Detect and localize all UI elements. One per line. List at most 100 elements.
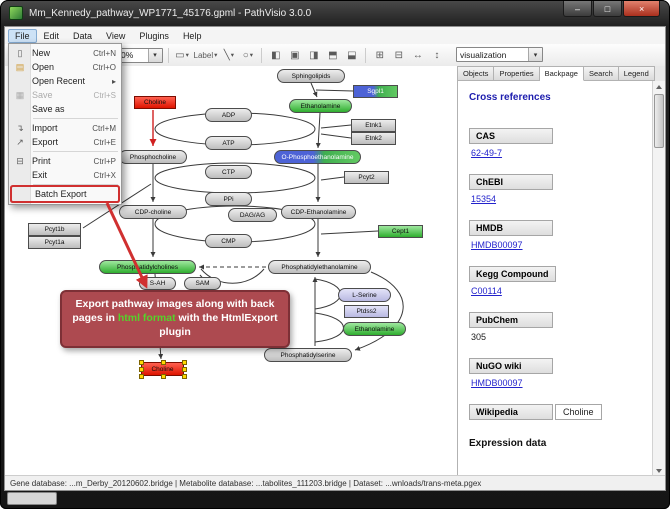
pathway-node-ethanolamine[interactable]: Ethanolamine	[343, 322, 406, 336]
scroll-down-button[interactable]	[653, 465, 665, 476]
selection-handle[interactable]	[182, 367, 187, 372]
close-icon: ×	[638, 3, 645, 14]
stretch-horizontal-icon[interactable]: ↔	[412, 49, 423, 61]
selection-handle[interactable]	[139, 360, 144, 365]
menu-file[interactable]: File	[8, 28, 37, 43]
selection-handle[interactable]	[161, 374, 166, 379]
align-left-icon[interactable]: ◧	[271, 49, 281, 61]
menu-item-shortcut: Ctrl+M	[92, 123, 116, 133]
pathway-node-phosphatidylcholines[interactable]: Phosphatidylcholines	[99, 260, 196, 274]
align-right-icon[interactable]: ◨	[309, 49, 319, 61]
pathway-node-sgpl1[interactable]: Sgpl1	[353, 85, 398, 98]
pathway-node-pcyt2[interactable]: Pcyt2	[344, 171, 389, 184]
pathway-node-phosphatidylethanolamine[interactable]: Phosphatidylethanolamine	[268, 260, 371, 274]
reference-id[interactable]: 62-49-7	[471, 148, 503, 158]
file-menu-item-batch-export[interactable]: Batch Export	[12, 187, 118, 201]
pathway-node-pcyt1a[interactable]: Pcyt1a	[28, 236, 81, 249]
file-menu-item-exit[interactable]: Exit Ctrl+X	[9, 168, 121, 182]
pathway-node-phosphocholine[interactable]: Phosphocholine	[119, 150, 187, 164]
pathway-node-o-phosphoethanolamine[interactable]: O-Phosphoethanolamine	[274, 150, 361, 164]
menu-data[interactable]: Data	[73, 30, 93, 41]
tab-legend[interactable]: Legend	[618, 66, 655, 81]
scroll-up-button[interactable]	[653, 81, 665, 92]
visualization-select[interactable]: visualization ▾	[456, 47, 543, 62]
menu-edit[interactable]: Edit	[43, 30, 60, 41]
selection-handle[interactable]	[139, 374, 144, 379]
reference-id[interactable]: HMDB00097	[471, 240, 523, 250]
stretch-vertical-icon[interactable]: ↕	[434, 49, 440, 61]
sidebar-scrollbar[interactable]	[652, 81, 665, 476]
pathway-node-atp[interactable]: ATP	[205, 136, 252, 150]
pathway-node-adp[interactable]: ADP	[205, 108, 252, 122]
pathway-node-sphingolipids[interactable]: Sphingolipids	[277, 69, 345, 83]
pathway-node-cdp-choline[interactable]: CDP-choline	[119, 205, 187, 219]
menu-item-shortcut: Ctrl+X	[93, 170, 116, 180]
pathway-node-pcyt1b[interactable]: Pcyt1b	[28, 223, 81, 236]
selection-handle[interactable]	[182, 374, 187, 379]
tab-search[interactable]: Search	[583, 66, 619, 81]
pathway-node-sam[interactable]: SAM	[184, 277, 221, 290]
distribute-horizontal-icon[interactable]: ⊞	[375, 49, 385, 61]
pathway-node-cept1[interactable]: Cept1	[378, 225, 423, 238]
tab-objects[interactable]: Objects	[458, 66, 495, 81]
pathway-node-l-serine[interactable]: L-Serine	[338, 288, 391, 302]
menu-item-label: Save as	[32, 104, 65, 114]
pathway-node-ethanolamine[interactable]: Ethanolamine	[289, 99, 352, 113]
pathway-node-etnk2[interactable]: Etnk2	[351, 132, 396, 145]
shape-tool[interactable]: ○▾	[239, 47, 256, 63]
menu-item-label: Save	[32, 90, 53, 100]
datanode-tool[interactable]: ▭▾	[174, 47, 191, 63]
menu-plugins[interactable]: Plugins	[139, 30, 169, 41]
reference-id[interactable]: HMDB00097	[471, 378, 523, 388]
pathway-node-etnk1[interactable]: Etnk1	[351, 119, 396, 132]
label-tool[interactable]: Label▾	[193, 47, 219, 63]
menu-separator	[33, 118, 118, 119]
reference-id[interactable]: C00114	[471, 286, 502, 296]
pathway-node-ptdss2[interactable]: Ptdss2	[344, 305, 389, 318]
pathway-node-choline[interactable]: Choline	[134, 96, 176, 109]
minimize-button[interactable]: –	[563, 1, 592, 17]
menu-help[interactable]: Help	[182, 30, 202, 41]
scrollbar-thumb[interactable]	[654, 94, 664, 148]
menu-item-label: Open	[32, 62, 55, 72]
tab-backpage[interactable]: Backpage	[539, 66, 584, 81]
file-menu-item-open-recent[interactable]: Open Recent▸	[9, 74, 121, 88]
file-menu-item-save-as[interactable]: Save as	[9, 102, 121, 116]
toolbar-align-group: ◧ ▣ ◨ ⬒ ⬓	[267, 47, 360, 63]
print-icon: ⊟	[16, 155, 24, 166]
distribute-vertical-icon[interactable]: ⊟	[394, 49, 404, 61]
selection-handle[interactable]	[182, 360, 187, 365]
menu-item-label: Exit	[32, 170, 48, 180]
pathway-node-ppi[interactable]: PPi	[205, 192, 252, 206]
caret-down-icon: ▾	[249, 52, 254, 59]
align-bottom-icon[interactable]: ⬓	[347, 49, 357, 61]
pathway-node-cmp[interactable]: CMP	[205, 234, 252, 248]
menu-item-label: Export	[32, 137, 59, 147]
reference-id[interactable]: 15354	[471, 194, 497, 204]
maximize-button[interactable]: □	[593, 1, 622, 17]
tab-properties[interactable]: Properties	[494, 66, 540, 81]
selection-handle[interactable]	[139, 367, 144, 372]
title-bar[interactable]: Mm_Kennedy_pathway_WP1771_45176.gpml - P…	[0, 0, 550, 26]
pathway-node-ctp[interactable]: CTP	[205, 165, 252, 179]
pathway-node-cdp-ethanolamine[interactable]: CDP-Ethanolamine	[281, 205, 356, 219]
pathway-node-s-ah[interactable]: S-AH	[139, 277, 176, 290]
menu-view[interactable]: View	[106, 30, 126, 41]
reference-db-name: HMDB	[469, 220, 553, 236]
close-button[interactable]: ×	[623, 1, 660, 17]
selection-handle[interactable]	[161, 360, 166, 365]
datanode-tool-icon: ▭	[175, 49, 185, 61]
line-tool[interactable]: ╲▾	[220, 47, 237, 63]
align-top-icon[interactable]: ⬒	[328, 49, 338, 61]
scroll-down-icon	[656, 468, 662, 473]
align-center-icon[interactable]: ▣	[290, 49, 300, 61]
pathway-node-phosphatidylserine[interactable]: Phosphatidylserine	[264, 348, 352, 362]
pathway-node-dag-ag[interactable]: DAG/AG	[228, 208, 277, 222]
